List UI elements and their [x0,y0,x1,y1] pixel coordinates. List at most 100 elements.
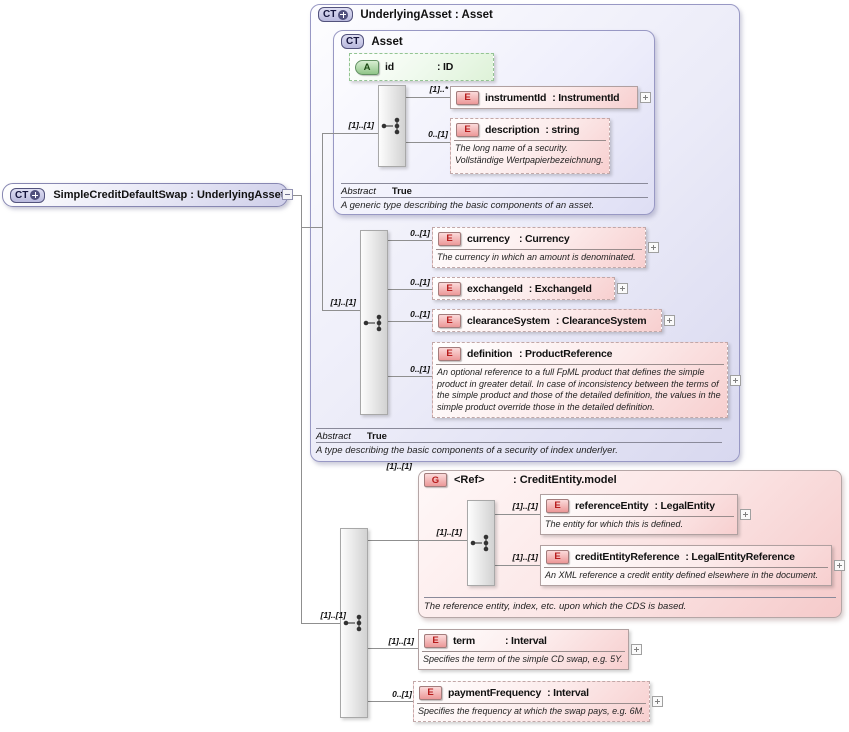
connector-line [301,623,340,624]
connector-line [388,321,432,322]
element-badge: E [546,549,569,564]
expand-icon[interactable] [640,92,651,103]
element-type: : string [545,123,580,136]
badge-letters: CT [323,9,337,20]
complex-type-badge: CT [10,187,46,203]
element-annotation: The long name of a security. Vollständig… [455,143,604,165]
element-badge: E [438,313,461,328]
element-box-creditentityreference[interactable]: E creditEntityReference : LegalEntityRef… [540,545,832,586]
type-header-underlyingasset[interactable]: CT UnderlyingAsset : Asset [318,7,493,22]
abstract-label: Abstract [341,186,376,197]
abstract-label: Abstract [316,431,351,442]
expand-icon[interactable] [652,696,663,707]
separator [316,442,722,443]
element-box-currency[interactable]: E currency : Currency The currency in wh… [432,227,646,268]
separator [454,140,606,141]
cardinality-label: [1]..[1] [320,610,347,620]
attribute-box-id[interactable]: A id : ID [349,53,494,81]
connector-line [495,514,540,515]
sequence-connector[interactable] [360,230,388,415]
sequence-icon [363,314,382,331]
type-header-asset[interactable]: CT Asset [341,34,403,49]
complex-type-badge: CT [341,34,365,49]
element-box-description[interactable]: E description : string The long name of … [450,118,610,174]
cardinality-label: 0..[1] [410,364,430,374]
abstract-row: Abstract True [316,431,387,442]
expand-icon[interactable] [631,644,642,655]
element-box-definition[interactable]: E definition : ProductReference An optio… [432,342,728,418]
element-badge: E [456,122,479,137]
element-annotation: An optional reference to a full FpML pro… [437,367,721,412]
element-badge: E [424,633,447,648]
cardinality-label: [1]..[1] [512,501,539,511]
connector-line [368,540,467,541]
group-header[interactable]: G <Ref> : CreditEntity.model [424,473,617,487]
expand-icon[interactable] [664,315,675,326]
element-name: term [453,634,475,647]
element-name: definition [467,347,513,360]
expand-icon[interactable] [730,375,741,386]
element-type: : Interval [505,634,547,647]
separator [436,249,642,250]
sequence-icon [343,614,362,632]
group-name: <Ref> [454,474,485,486]
element-type: : Interval [547,686,589,699]
sequence-connector[interactable] [378,85,406,167]
element-simplecreditdefaultswap[interactable]: CT SimpleCreditDefaultSwap : UnderlyingA… [2,183,288,207]
element-box-instrumentid[interactable]: E instrumentId : InstrumentId [450,86,638,109]
element-type: : Currency [519,232,570,245]
collapse-icon[interactable] [282,189,293,200]
connector-line [388,289,432,290]
element-badge: E [419,685,442,700]
expand-icon[interactable] [648,242,659,253]
connector-line [368,701,413,702]
connector-line [322,310,360,311]
expand-icon[interactable] [834,560,845,571]
connector-line [388,240,432,241]
element-badge: E [438,281,461,296]
separator [436,364,724,365]
element-name: clearanceSystem [467,314,550,327]
attribute-badge: A [355,59,379,75]
element-box-exchangeid[interactable]: E exchangeId : ExchangeId [432,277,615,300]
group-annotation: The reference entity, index, etc. upon w… [424,601,687,612]
connector-line [406,97,450,98]
complex-type-badge: CT [318,7,354,22]
expand-icon[interactable] [617,283,628,294]
element-box-clearancesystem[interactable]: E clearanceSystem : ClearanceSystem [432,309,662,332]
element-type: : InstrumentId [552,91,620,104]
group-badge: G [424,473,447,487]
element-annotation: The entity for which this is defined. [545,519,684,529]
element-type: : LegalEntityReference [685,550,795,563]
cardinality-label: [1]..[1] [512,552,539,562]
cardinality-label: 0..[1] [392,689,412,699]
element-name: paymentFrequency [448,686,542,699]
type-annotation: A generic type describing the basic comp… [341,200,595,211]
type-title: UnderlyingAsset : Asset [360,8,493,21]
expand-icon[interactable] [740,509,751,520]
element-name: creditEntityReference [575,550,680,563]
element-annotation: An XML reference a credit entity defined… [545,570,818,580]
element-box-paymentfrequency[interactable]: E paymentFrequency : Interval Specifies … [413,681,650,722]
badge-letters: CT [15,189,29,201]
badge-letters: CT [346,36,360,47]
connector-line [495,565,540,566]
separator [341,197,648,198]
attribute-type: : ID [437,61,454,73]
connector-line [406,142,450,143]
cardinality-label: [1]..* [429,84,448,94]
element-name: referenceEntity [575,499,649,512]
sequence-connector[interactable] [467,500,495,586]
plus-icon [338,9,349,20]
sequence-icon [470,534,489,552]
element-badge: E [438,346,461,361]
element-label: SimpleCreditDefaultSwap : UnderlyingAsse… [53,189,285,201]
separator [417,703,646,704]
plus-icon [30,190,41,200]
element-box-referenceentity[interactable]: E referenceEntity : LegalEntity The enti… [540,494,738,535]
abstract-value: True [391,186,412,197]
sequence-connector[interactable] [340,528,368,718]
element-box-term[interactable]: E term : Interval Specifies the term of … [418,629,629,670]
connector-line [301,195,302,624]
